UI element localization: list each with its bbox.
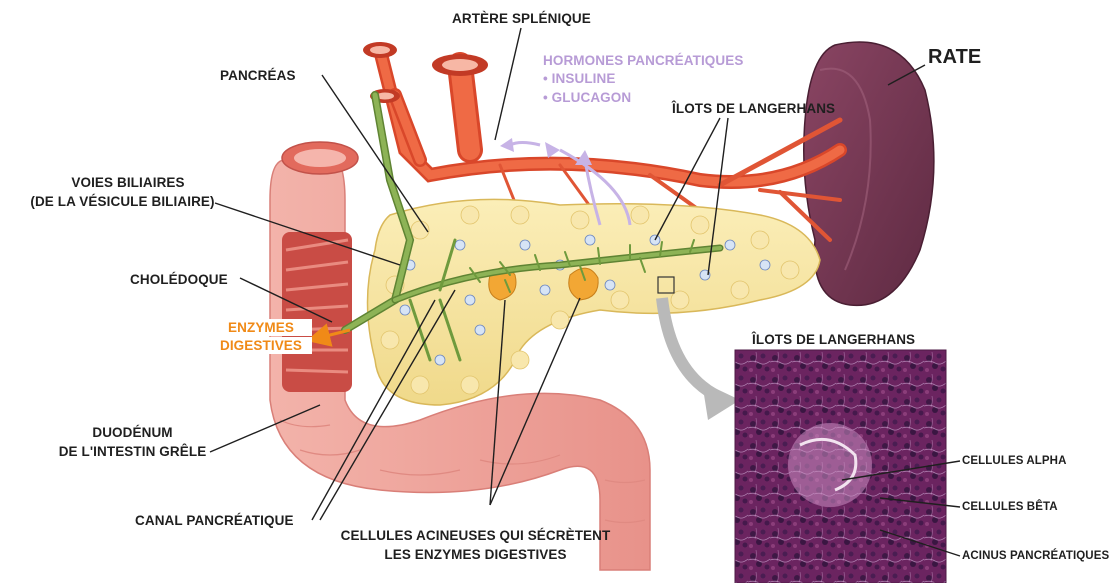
magnify-arrowhead <box>702 382 740 420</box>
label-enzymes-1: ENZYMES <box>210 319 312 336</box>
label-duodenum-1: DUODÉNUM <box>60 424 205 441</box>
label-enzymes-2: DIGESTIVES <box>210 337 312 354</box>
label-cellules-beta: CELLULES BÊTA <box>962 500 1058 514</box>
label-rate: RATE <box>928 46 981 68</box>
label-cellules-alpha: CELLULES ALPHA <box>962 454 1066 468</box>
label-ilots-top: ÎLOTS DE LANGERHANS <box>672 100 835 117</box>
histology-micrograph <box>735 350 946 583</box>
label-acinus: ACINUS PANCRÉATIQUES <box>962 549 1109 563</box>
label-canal-pancreatique: CANAL PANCRÉATIQUE <box>135 512 294 529</box>
label-choledoque: CHOLÉDOQUE <box>130 271 228 288</box>
spleen-shape <box>804 42 934 305</box>
label-hormones-insuline: • INSULINE <box>543 70 615 87</box>
label-hormones-title: HORMONES PANCRÉATIQUES <box>543 52 743 69</box>
label-voies-biliaires-1: VOIES BILIAIRES <box>33 174 223 191</box>
label-duodenum-2: DE L'INTESTIN GRÊLE <box>40 443 225 460</box>
label-cellules-acineuses-1: CELLULES ACINEUSES QUI SÉCRÈTENT <box>323 527 628 544</box>
label-ilots-micro: ÎLOTS DE LANGERHANS <box>752 331 915 348</box>
label-voies-biliaires-2: (DE LA VÉSICULE BILIAIRE) <box>10 193 235 210</box>
label-cellules-acineuses-2: LES ENZYMES DIGESTIVES <box>323 546 628 563</box>
label-hormones-glucagon: • GLUCAGON <box>543 89 631 106</box>
label-pancreas: PANCRÉAS <box>220 67 296 84</box>
label-artere-splenique: ARTÈRE SPLÉNIQUE <box>452 10 591 27</box>
